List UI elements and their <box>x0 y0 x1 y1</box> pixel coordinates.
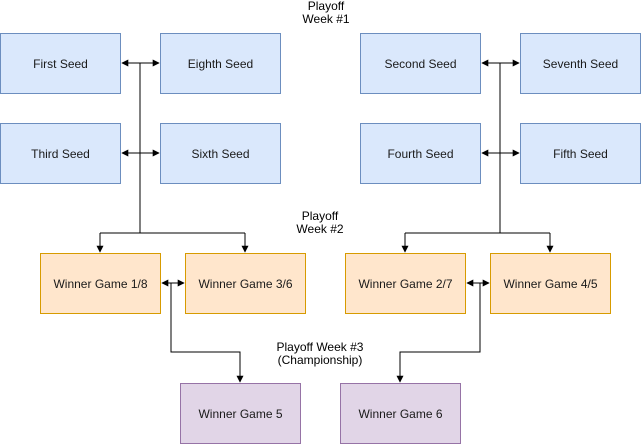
seed-box-first[interactable]: First Seed <box>0 33 121 94</box>
label-week-3-line-1: Playoff Week #3 <box>276 340 364 354</box>
seed-box-second[interactable]: Second Seed <box>360 33 481 94</box>
winner-box-game-5[interactable]: Winner Game 5 <box>180 383 301 444</box>
seed-box-fifth[interactable]: Fifth Seed <box>520 123 641 184</box>
label-week-2-line-1: Playoff <box>301 209 339 223</box>
seed-box-fourth[interactable]: Fourth Seed <box>360 123 481 184</box>
label-week-1: Playoff Week #1 <box>293 0 359 26</box>
label-week-1-line-1: Playoff <box>307 0 345 13</box>
label-week-2: Playoff Week #2 <box>287 210 353 236</box>
winner-box-4-5[interactable]: Winner Game 4/5 <box>490 253 611 314</box>
label-week-3: Playoff Week #3 (Championship) <box>255 341 385 367</box>
seed-box-seventh[interactable]: Seventh Seed <box>520 33 641 94</box>
label-week-1-line-2: Week #1 <box>302 12 350 26</box>
seed-box-eighth[interactable]: Eighth Seed <box>160 33 281 94</box>
seed-box-third[interactable]: Third Seed <box>0 123 121 184</box>
connector-to-winner-5 <box>170 283 244 383</box>
winner-box-3-6[interactable]: Winner Game 3/6 <box>185 253 306 314</box>
seed-box-sixth[interactable]: Sixth Seed <box>160 123 281 184</box>
label-week-3-line-2: (Championship) <box>277 353 363 367</box>
label-week-2-line-2: Week #2 <box>296 222 344 236</box>
winner-box-game-6[interactable]: Winner Game 6 <box>340 383 461 444</box>
winner-box-1-8[interactable]: Winner Game 1/8 <box>40 253 161 314</box>
winner-box-2-7[interactable]: Winner Game 2/7 <box>345 253 466 314</box>
connector-to-winner-6 <box>396 283 481 383</box>
